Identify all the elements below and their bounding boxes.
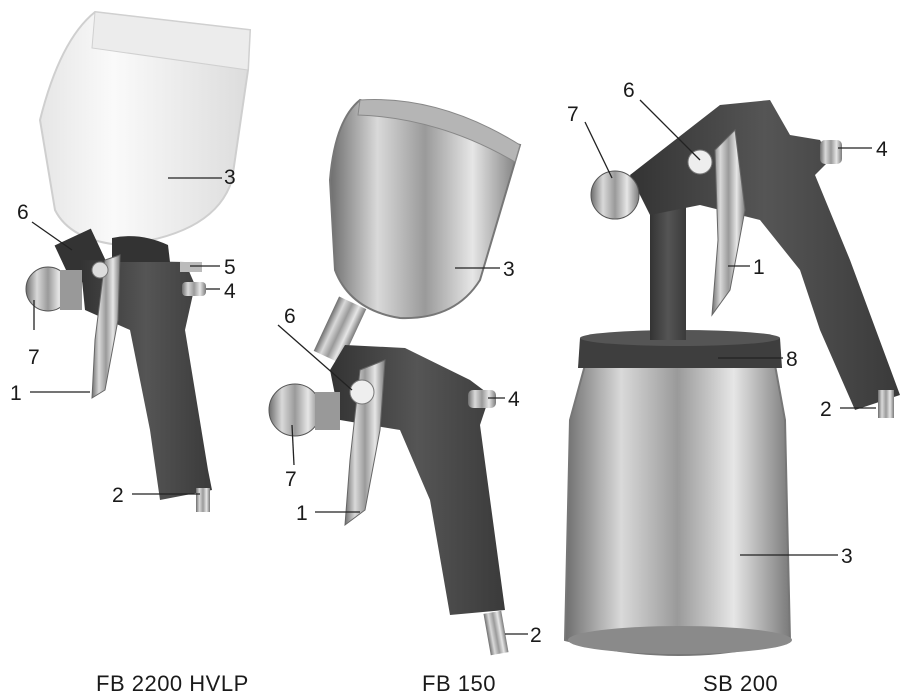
callout-6-fb2200: 6 [17, 201, 29, 224]
leader-lines [30, 99, 876, 635]
caption-fb2200-hvlp: FB 2200 HVLP [96, 671, 249, 696]
callout-1-fb150: 1 [296, 502, 308, 525]
air-inlet [483, 610, 509, 656]
caption-fb150: FB 150 [422, 671, 496, 696]
callout-2-fb2200: 2 [112, 484, 124, 507]
gun-fb150 [268, 98, 522, 656]
trigger [91, 254, 121, 399]
callout-4-sb200: 4 [876, 138, 888, 161]
callout-1-sb200: 1 [753, 256, 765, 279]
caption-sb200: SB 200 [703, 671, 779, 696]
air-inlet [878, 390, 894, 418]
gun-fb2200-hvlp [25, 10, 252, 512]
callout-5-fb2200: 5 [224, 256, 236, 279]
callout-4-fb150: 4 [508, 388, 520, 411]
callout-8-sb200: 8 [786, 348, 798, 371]
callout-7-sb200: 7 [567, 103, 579, 126]
callout-4-fb2200: 4 [224, 280, 236, 303]
callout-3-sb200: 3 [841, 545, 853, 568]
air-cap [590, 170, 640, 220]
gun-body [630, 100, 900, 410]
suction-cup [563, 364, 792, 656]
callout-6-sb200: 6 [623, 79, 635, 102]
callout-7-fb2200: 7 [28, 346, 40, 369]
air-cap [268, 383, 322, 437]
callout-6-fb150: 6 [284, 305, 296, 328]
callout-3-fb2200: 3 [224, 166, 236, 189]
gun-sb200 [563, 100, 900, 656]
trigger [344, 359, 386, 527]
metal-cup [328, 98, 522, 320]
callout-2-sb200: 2 [820, 398, 832, 421]
siphon-tube [650, 200, 686, 340]
air-inlet [196, 488, 210, 512]
callout-3-fb150: 3 [503, 258, 515, 281]
callout-2-fb150: 2 [530, 624, 542, 647]
callout-7-fb150: 7 [285, 468, 297, 491]
cup-lid [578, 338, 782, 368]
trigger [711, 128, 746, 317]
callout-1-fb2200: 1 [10, 382, 22, 405]
